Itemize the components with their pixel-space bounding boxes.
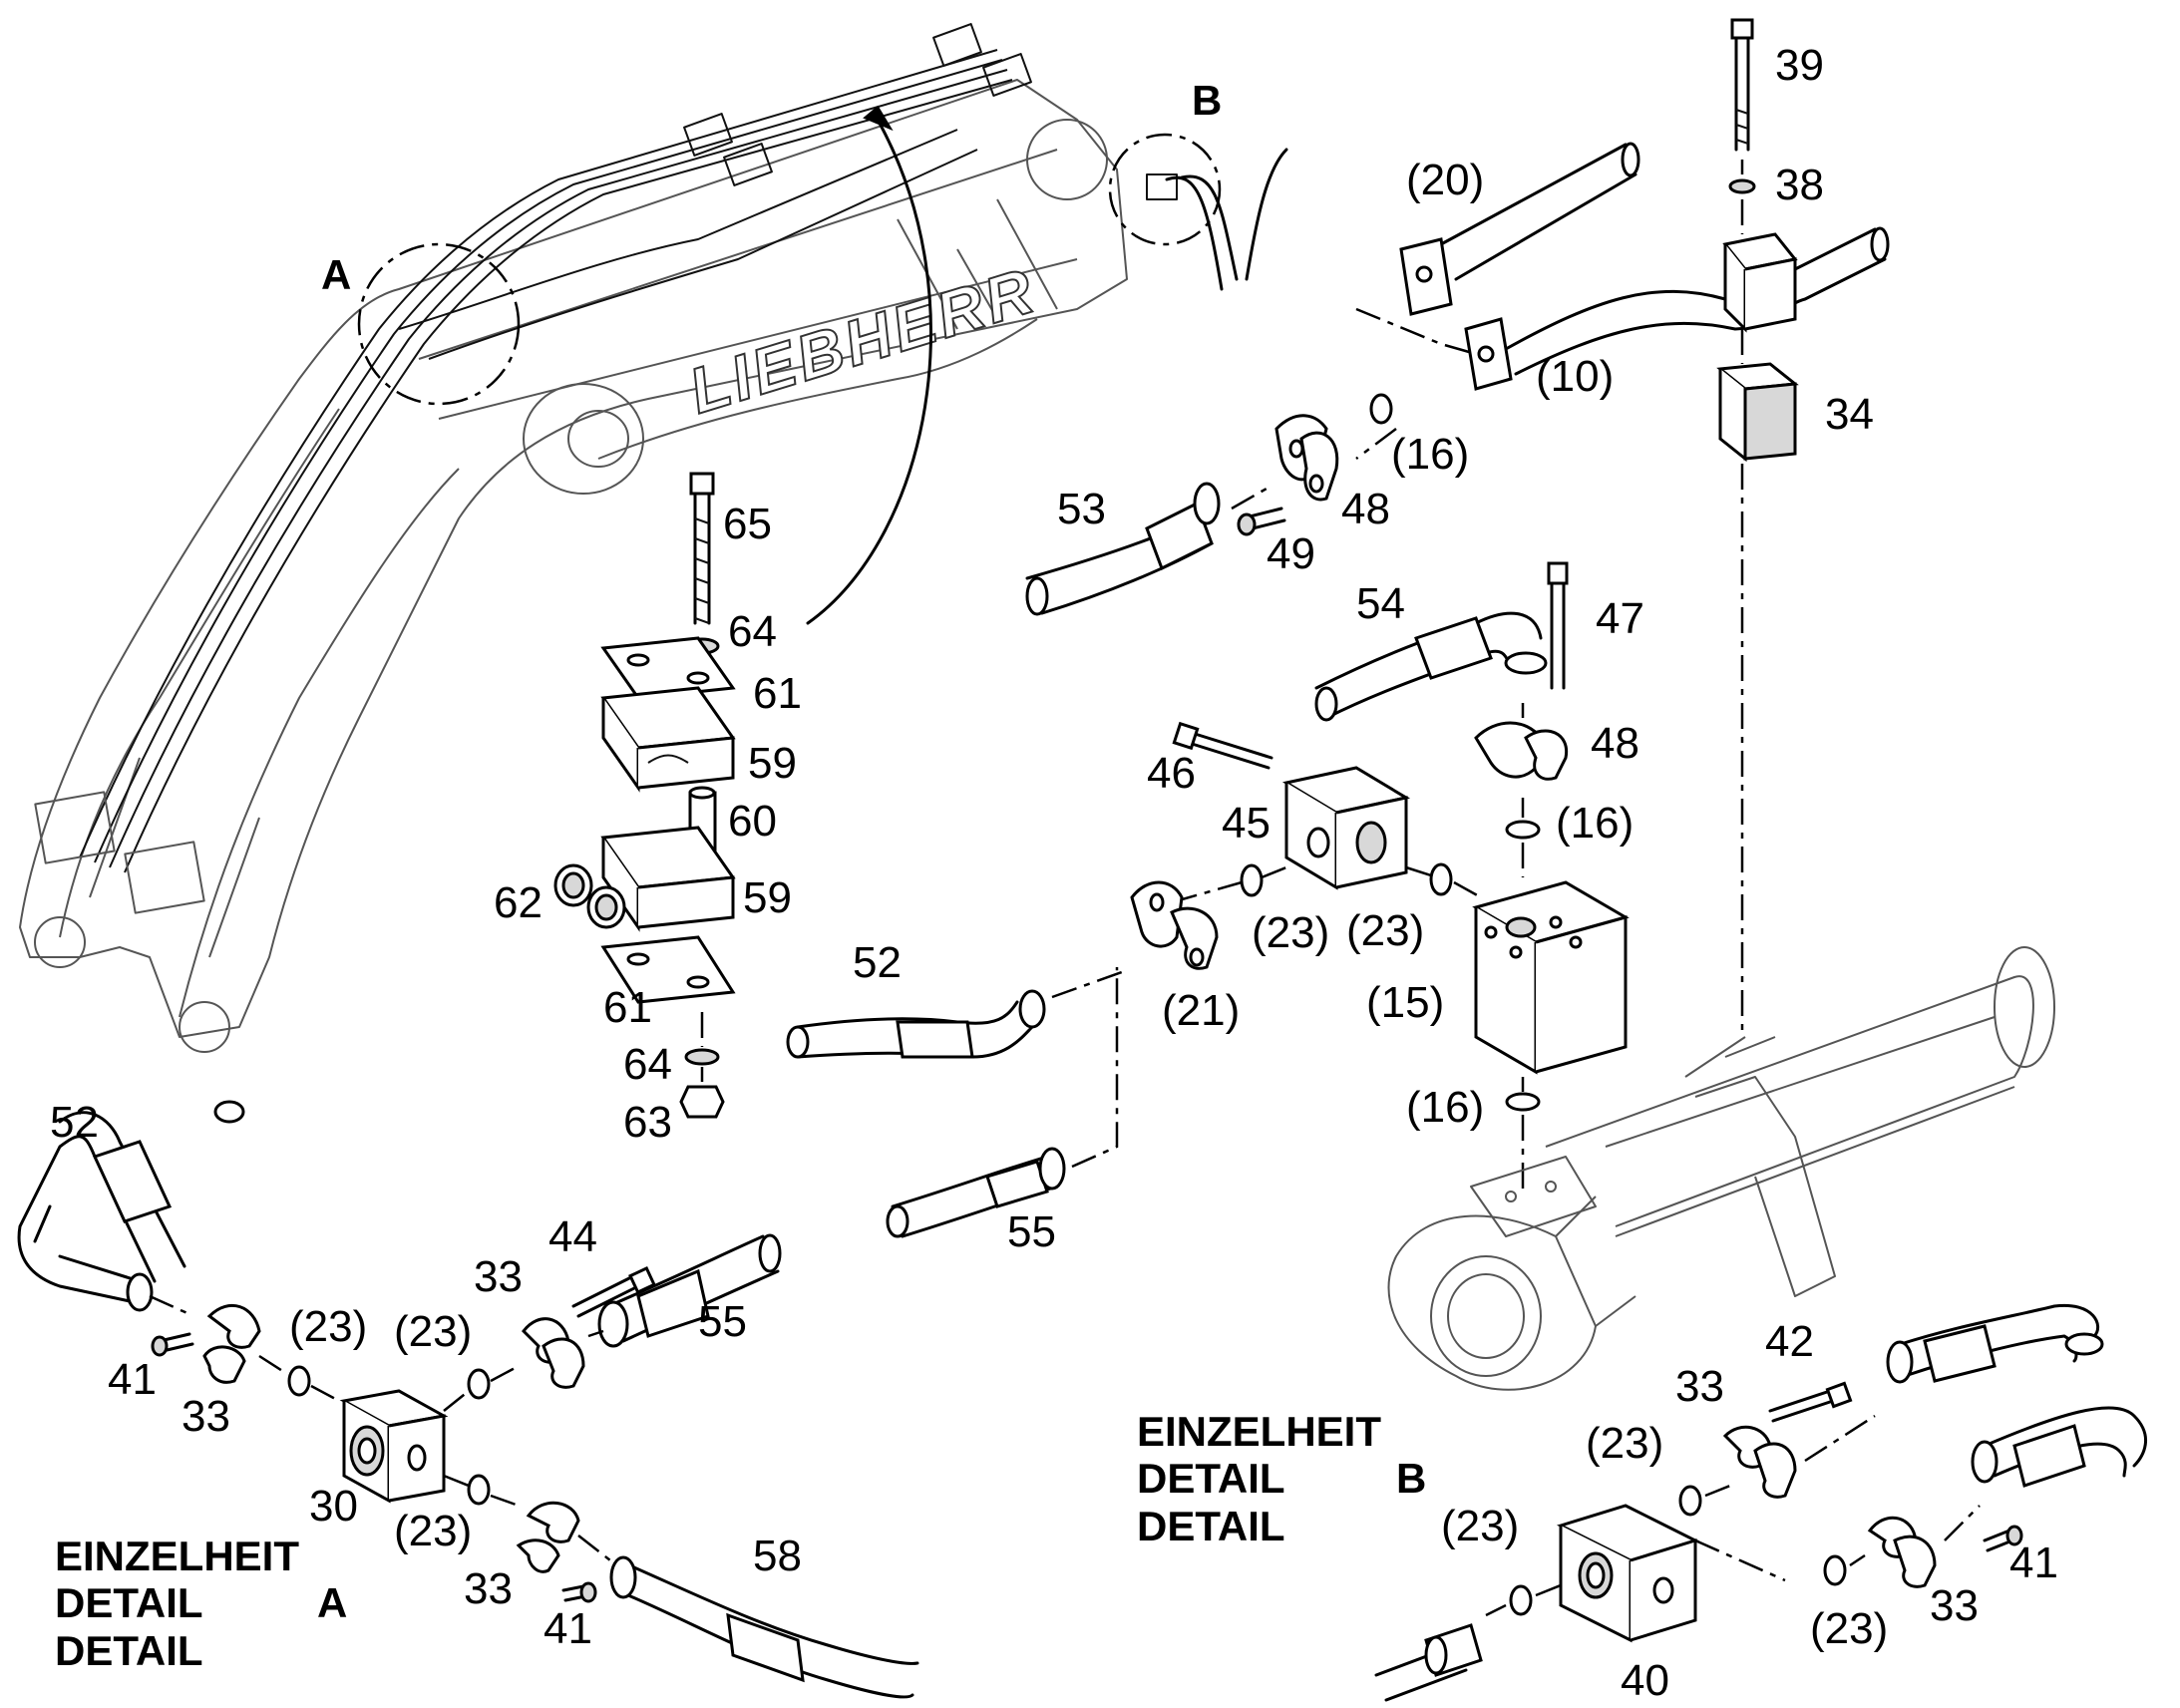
label-45: 45 bbox=[1222, 799, 1271, 848]
label-58: 58 bbox=[753, 1532, 802, 1580]
label-16: (16) bbox=[1556, 799, 1634, 848]
leader-arrow bbox=[806, 118, 932, 625]
label-33: 33 bbox=[182, 1392, 230, 1441]
label-61: 61 bbox=[603, 983, 652, 1032]
label-20: (20) bbox=[1406, 156, 1484, 204]
label-23: (23) bbox=[1252, 908, 1329, 957]
label-23: (23) bbox=[1810, 1604, 1888, 1653]
label-47: 47 bbox=[1596, 594, 1644, 643]
detail-a-line2: DETAIL bbox=[55, 1579, 203, 1626]
label-23: (23) bbox=[1586, 1419, 1663, 1468]
detail-b-drawing bbox=[1374, 1303, 2148, 1702]
label-44: 44 bbox=[548, 1212, 597, 1261]
clamp-stack bbox=[553, 472, 736, 1119]
label-42: 42 bbox=[1765, 1317, 1814, 1366]
label-48: 48 bbox=[1591, 719, 1639, 768]
detail-a-marker bbox=[357, 242, 521, 406]
label-33: 33 bbox=[1675, 1362, 1724, 1411]
label-16: (16) bbox=[1406, 1083, 1484, 1132]
label-61: 61 bbox=[753, 669, 802, 718]
detail-b-line2: DETAIL bbox=[1137, 1455, 1285, 1502]
detail-a-line1: EINZELHEIT bbox=[55, 1533, 299, 1579]
label-15: (15) bbox=[1366, 978, 1444, 1027]
label-23: (23) bbox=[394, 1307, 472, 1356]
detail-b-letter: B bbox=[1396, 1455, 1426, 1502]
label-52: 52 bbox=[50, 1098, 99, 1147]
label-41: 41 bbox=[2009, 1538, 2058, 1587]
label-10: (10) bbox=[1536, 352, 1614, 401]
detail-a-drawing bbox=[17, 1100, 919, 1699]
label-64: 64 bbox=[623, 1040, 672, 1089]
detail-b-line3: DETAIL bbox=[1137, 1503, 1285, 1549]
detail-b-caption: EINZELHEIT DETAIL DETAIL B bbox=[1137, 1408, 1426, 1549]
label-62: 62 bbox=[494, 878, 543, 927]
label-23: (23) bbox=[289, 1302, 367, 1351]
label-41: 41 bbox=[544, 1604, 592, 1653]
label-30: 30 bbox=[309, 1482, 358, 1531]
label-53: 53 bbox=[1057, 485, 1106, 533]
label-33: 33 bbox=[1930, 1581, 1979, 1630]
detail-a-line3: DETAIL bbox=[55, 1627, 203, 1674]
detail-a-marker-label: A bbox=[321, 251, 351, 298]
label-23: (23) bbox=[1441, 1502, 1519, 1550]
label-16: (16) bbox=[1391, 430, 1469, 479]
callout-labels: 39 38 (20) (10) 34 (16) 48 49 53 65 64 6… bbox=[50, 41, 2058, 1705]
detail-b-line1: EINZELHEIT bbox=[1137, 1408, 1381, 1455]
detail-b-marker-label: B bbox=[1192, 77, 1222, 124]
label-21: (21) bbox=[1162, 986, 1240, 1035]
label-33: 33 bbox=[474, 1252, 523, 1301]
label-54: 54 bbox=[1356, 579, 1405, 628]
brand-logo: LIEBHERR bbox=[681, 254, 1044, 428]
label-52: 52 bbox=[853, 938, 902, 987]
label-46: 46 bbox=[1147, 749, 1196, 798]
label-55: 55 bbox=[698, 1297, 747, 1346]
label-23: (23) bbox=[394, 1507, 472, 1555]
label-34: 34 bbox=[1825, 390, 1874, 439]
detail-b-marker bbox=[1108, 133, 1222, 246]
label-64: 64 bbox=[728, 607, 777, 656]
label-48: 48 bbox=[1341, 485, 1390, 533]
hydraulic-cylinder bbox=[1387, 946, 2055, 1391]
label-38: 38 bbox=[1775, 161, 1824, 209]
label-49: 49 bbox=[1267, 529, 1315, 578]
label-60: 60 bbox=[728, 797, 777, 846]
label-33: 33 bbox=[464, 1564, 513, 1613]
label-59: 59 bbox=[743, 873, 792, 922]
pipe-clamp-assembly bbox=[1025, 18, 1890, 1037]
label-40: 40 bbox=[1621, 1656, 1669, 1705]
label-65: 65 bbox=[723, 500, 772, 548]
label-63: 63 bbox=[623, 1098, 672, 1147]
label-39: 39 bbox=[1775, 41, 1824, 90]
label-59: 59 bbox=[748, 739, 797, 788]
label-41: 41 bbox=[108, 1355, 157, 1404]
detail-a-caption: EINZELHEIT DETAIL DETAIL A bbox=[55, 1533, 347, 1674]
detail-a-letter: A bbox=[317, 1579, 347, 1626]
middle-assembly bbox=[786, 561, 1630, 1238]
label-23: (23) bbox=[1346, 906, 1424, 955]
label-55: 55 bbox=[1007, 1207, 1056, 1256]
